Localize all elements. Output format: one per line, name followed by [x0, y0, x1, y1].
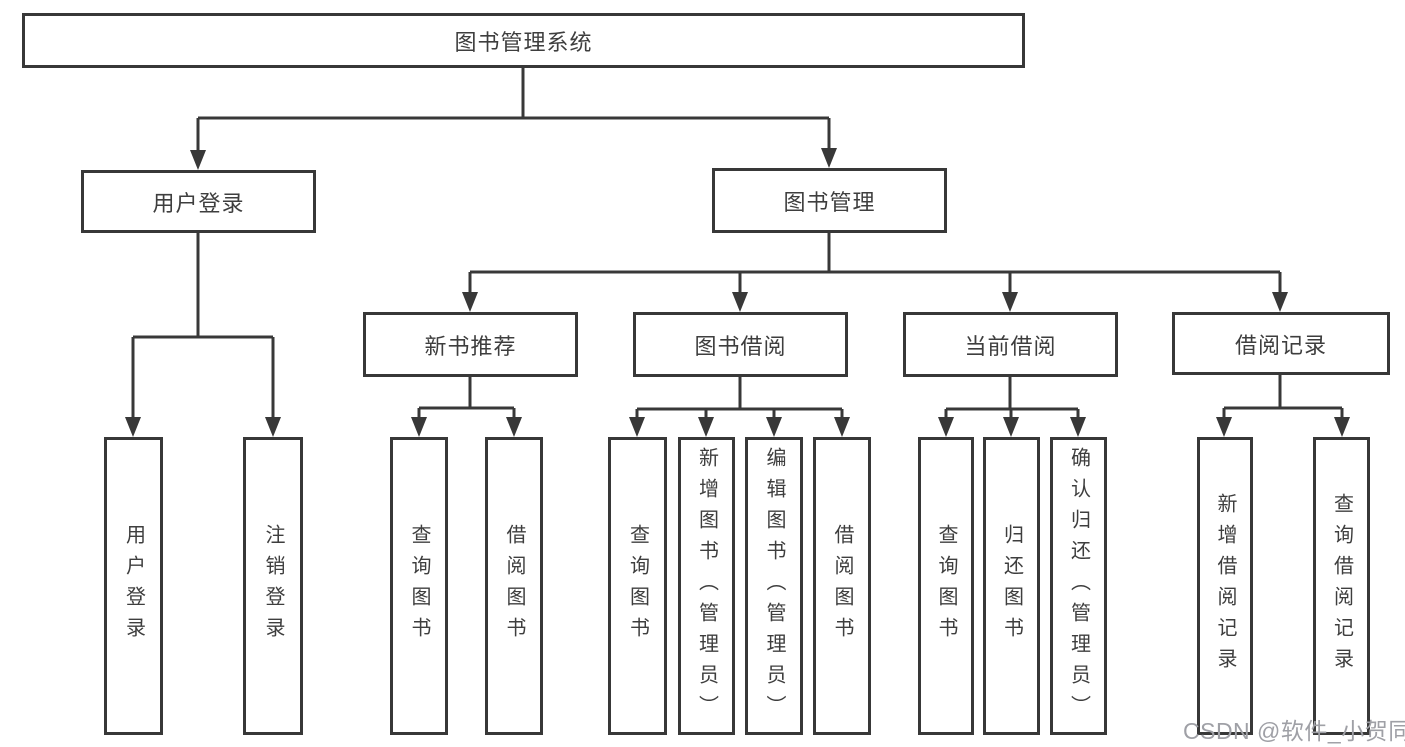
leaf-borrow-books: 借阅图书: [813, 437, 871, 735]
arrow-down-icon: [834, 417, 850, 437]
arrow-down-icon: [766, 417, 782, 437]
leaf-query-books-borrow: 查询图书: [608, 437, 667, 735]
arrow-down-icon: [1070, 417, 1086, 437]
leaf-borrow-books-recommend: 借阅图书: [485, 437, 543, 735]
node-library-management-system: 图书管理系统: [22, 13, 1025, 68]
arrow-down-icon: [1003, 417, 1019, 437]
arrow-down-icon: [190, 150, 206, 170]
arrow-down-icon: [1216, 417, 1232, 437]
arrow-down-icon: [821, 148, 837, 168]
arrow-down-icon: [411, 417, 427, 437]
leaf-query-books-recommend: 查询图书: [390, 437, 448, 735]
leaf-user-login: 用户登录: [104, 437, 163, 735]
node-current-borrowing: 当前借阅: [903, 312, 1118, 377]
arrow-down-icon: [732, 292, 748, 312]
leaf-edit-books-admin: 编辑图书（管理员）: [745, 437, 803, 735]
node-borrowing-records: 借阅记录: [1172, 312, 1390, 375]
leaf-query-books-current: 查询图书: [918, 437, 974, 735]
arrow-down-icon: [125, 417, 141, 437]
leaf-logout: 注销登录: [243, 437, 303, 735]
arrow-down-icon: [506, 417, 522, 437]
csdn-watermark: CSDN @软件_小贺同学: [1183, 712, 1405, 746]
node-user-login: 用户登录: [81, 170, 316, 233]
watermark-text: CSDN @软件_小贺同: [1183, 718, 1405, 744]
arrow-down-icon: [1272, 292, 1288, 312]
node-book-borrowing: 图书借阅: [633, 312, 848, 377]
arrow-down-icon: [462, 292, 478, 312]
node-new-book-recommend: 新书推荐: [363, 312, 578, 377]
arrow-down-icon: [265, 417, 281, 437]
leaf-return-books: 归还图书: [983, 437, 1040, 735]
leaf-query-borrow-record: 查询借阅记录: [1313, 437, 1370, 735]
node-book-management: 图书管理: [712, 168, 947, 233]
leaf-confirm-return-admin: 确认归还（管理员）: [1050, 437, 1107, 735]
leaf-add-books-admin: 新增图书（管理员）: [678, 437, 735, 735]
arrow-down-icon: [938, 417, 954, 437]
arrow-down-icon: [1334, 417, 1350, 437]
arrow-heads: [125, 148, 1350, 437]
leaf-add-borrow-record: 新增借阅记录: [1197, 437, 1253, 735]
arrow-down-icon: [1002, 292, 1018, 312]
arrow-down-icon: [629, 417, 645, 437]
arrow-down-icon: [698, 417, 714, 437]
